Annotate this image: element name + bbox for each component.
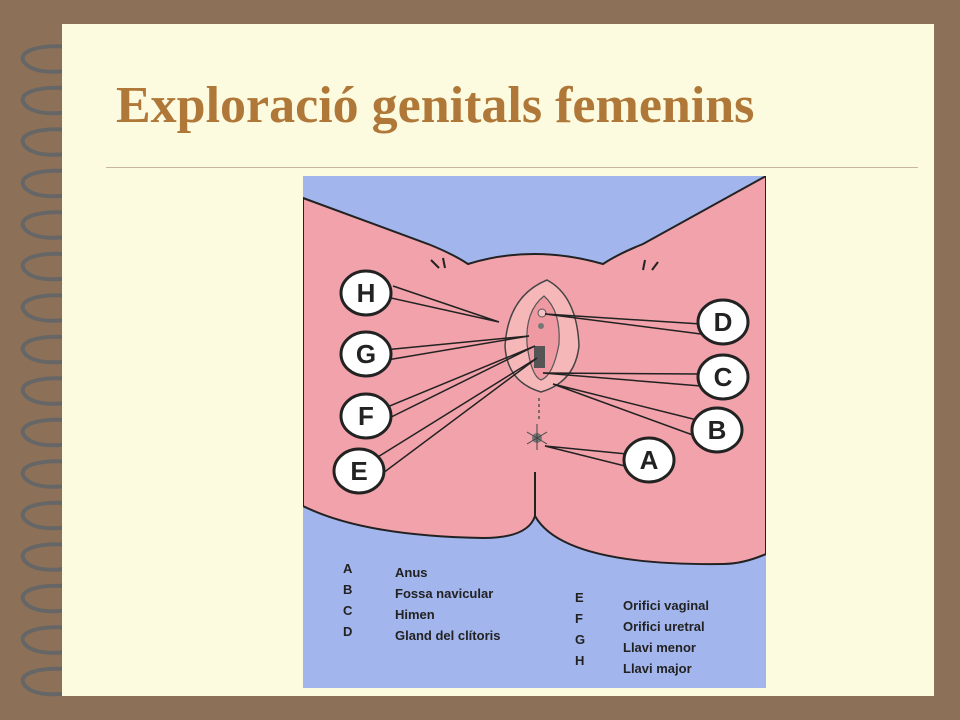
callout-label-d: D — [714, 307, 733, 337]
hip-marks — [430, 257, 659, 271]
callout-label-e: E — [350, 456, 367, 486]
legend-letter-b: B — [343, 582, 352, 597]
legend-letter-c: C — [343, 603, 353, 618]
urethral-opening-shape — [538, 323, 544, 329]
spiral-ring — [20, 127, 81, 157]
spiral-ring — [20, 168, 81, 199]
legend-label-gland: Gland del clítoris — [395, 628, 500, 643]
spiral-ring — [20, 334, 81, 365]
spiral-ring — [20, 85, 81, 116]
spiral-ring — [20, 376, 81, 406]
legend: A Anus B Fossa navicular C Himen D Gland… — [343, 561, 709, 676]
clitoris-shape — [537, 308, 547, 318]
anatomy-diagram: H G F E D C B A A Anus B Fossa navicular… — [303, 176, 766, 688]
slide-title: Exploració genitals femenins — [116, 77, 755, 134]
legend-letter-f: F — [575, 611, 583, 626]
anus-marks — [526, 424, 548, 450]
callout-g: G — [339, 330, 393, 378]
callout-e: E — [332, 447, 386, 495]
spiral-ring — [20, 459, 81, 489]
callout-f: F — [339, 392, 393, 440]
spiral-ring — [20, 500, 81, 531]
callout-h: H — [339, 269, 393, 317]
spiral-ring — [20, 542, 81, 572]
title-divider — [106, 167, 918, 168]
legend-letter-a: A — [343, 561, 353, 576]
spiral-ring — [20, 251, 81, 282]
spiral-ring — [20, 210, 81, 240]
callout-label-b: B — [708, 415, 727, 445]
callout-label-g: G — [356, 339, 376, 369]
legend-label-himen: Himen — [395, 607, 435, 622]
legend-label-major: Llavi major — [623, 661, 692, 676]
legend-label-fossa: Fossa navicular — [395, 586, 493, 601]
legend-label-uretral: Orifici uretral — [623, 619, 705, 634]
callout-label-h: H — [357, 278, 376, 308]
legend-letter-g: G — [575, 632, 585, 647]
spiral-ring — [20, 417, 81, 448]
spiral-ring — [20, 583, 81, 614]
callout-lines — [372, 285, 706, 477]
legend-letter-h: H — [575, 653, 584, 668]
legend-letter-d: D — [343, 624, 352, 639]
callout-label-f: F — [358, 401, 374, 431]
vaginal-opening-shape — [534, 346, 545, 368]
callout-c: C — [696, 353, 750, 401]
legend-label-vaginal: Orifici vaginal — [623, 598, 709, 613]
callout-a: A — [622, 436, 676, 484]
spiral-ring — [20, 625, 81, 655]
spiral-ring — [20, 666, 81, 697]
legend-label-anus: Anus — [395, 565, 428, 580]
callout-label-c: C — [714, 362, 733, 392]
spiral-ring — [20, 44, 81, 74]
callout-b: B — [690, 406, 744, 454]
legend-label-menor: Llavi menor — [623, 640, 696, 655]
legend-letter-e: E — [575, 590, 584, 605]
callout-label-a: A — [640, 445, 659, 475]
callout-d: D — [696, 298, 750, 346]
spiral-ring — [20, 293, 81, 323]
